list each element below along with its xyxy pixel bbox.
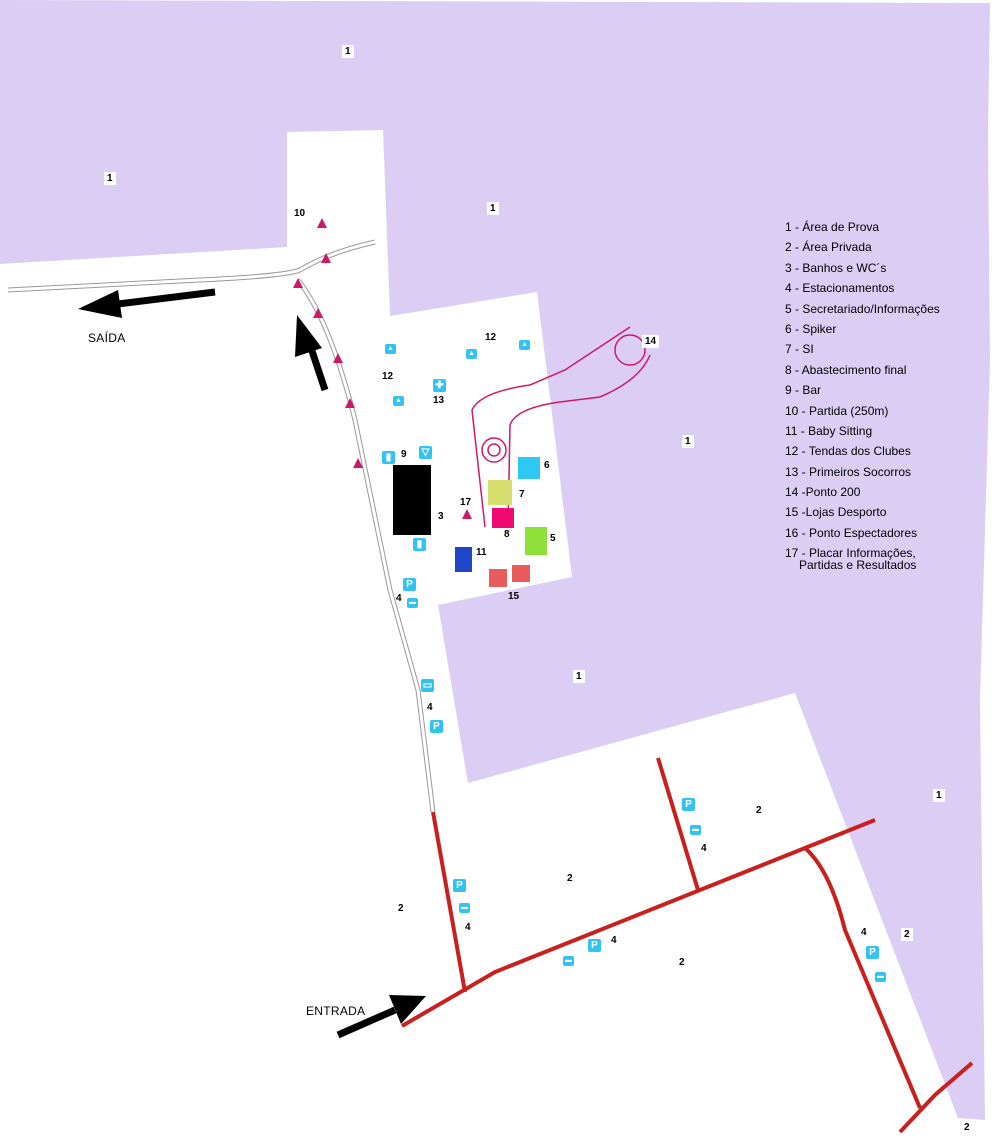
shower-icon: ▮	[413, 538, 426, 551]
label-7: 7	[519, 489, 525, 500]
entry-arrow	[336, 995, 426, 1039]
baby-sitting-block	[455, 547, 472, 572]
tent-icon: ▲	[385, 344, 396, 354]
bus-icon: ▬	[690, 825, 701, 835]
zone-1-label: 1	[573, 670, 585, 683]
legend-item: 5 - Secretariado/Informações	[785, 301, 940, 316]
bus-icon: ▭	[421, 679, 434, 692]
bus-icon: ▬	[459, 903, 470, 913]
label-4: 4	[465, 922, 471, 933]
placar-marker	[462, 509, 472, 519]
parking-icon: P	[403, 578, 416, 591]
zone-2-label: 2	[756, 805, 762, 816]
zone-2-label: 2	[901, 928, 913, 941]
exit-label: SAÍDA	[88, 331, 126, 345]
map-legend: 1 - Área de Prova 2 - Área Privada 3 - B…	[785, 220, 940, 576]
label-4: 4	[611, 935, 617, 946]
loja-block-1	[489, 569, 507, 587]
spiker-block	[518, 457, 540, 479]
exit-arrow-up	[295, 315, 329, 392]
label-4: 4	[396, 593, 402, 604]
entry-roads	[400, 757, 974, 1134]
zone-2-label: 2	[398, 903, 404, 914]
finish-corridor	[471, 326, 651, 528]
label-15: 15	[508, 591, 520, 602]
exit-arrow-left	[78, 288, 216, 318]
banhos-wc-block	[393, 465, 431, 535]
label-9: 9	[401, 449, 407, 460]
legend-item-line: 17 - Placar Informações,	[785, 546, 916, 561]
label-12: 12	[382, 371, 394, 382]
first-aid-icon: ✚	[433, 379, 446, 392]
entry-label: ENTRADA	[306, 1004, 366, 1018]
label-3: 3	[438, 511, 444, 522]
area-prova-zone	[0, 0, 990, 1120]
bus-icon: ▬	[875, 972, 886, 982]
zone-1-label: 1	[933, 789, 945, 802]
legend-item-line: Partidas e Resultados	[799, 558, 917, 573]
legend-item: 11 - Baby Sitting	[785, 423, 873, 438]
parking-icon: P	[682, 798, 695, 811]
label-5: 5	[550, 533, 556, 544]
legend-item: 9 - Bar	[785, 383, 822, 398]
wc-icon: ▮	[382, 451, 395, 464]
parking-icon: P	[866, 946, 879, 959]
legend-item: 6 - Spiker	[785, 321, 837, 336]
tent-icon: ▲	[466, 349, 477, 359]
label-13: 13	[433, 395, 445, 406]
zone-2-label: 2	[964, 1122, 970, 1133]
zone-1-label: 1	[342, 45, 354, 58]
loja-block-2	[512, 565, 530, 582]
parking-icon: P	[453, 879, 466, 892]
label-14: 14	[642, 335, 660, 348]
zone-1-label: 1	[104, 172, 116, 185]
si-block	[488, 480, 512, 505]
label-6: 6	[544, 460, 550, 471]
zone-1-label: 1	[682, 435, 694, 448]
bus-icon: ▬	[407, 598, 418, 608]
legend-item: 15 -Lojas Desporto	[785, 505, 887, 520]
bar-icon: ▽	[419, 446, 432, 459]
label-8: 8	[504, 529, 510, 540]
legend-item: 2 - Área Privada	[785, 240, 872, 255]
legend-item: 4 - Estacionamentos	[785, 281, 895, 296]
legend-item: 16 - Ponto Espectadores	[785, 525, 918, 540]
label-4: 4	[427, 702, 433, 713]
label-12: 12	[485, 332, 497, 343]
secretariado-block	[525, 527, 547, 555]
tent-icon: ▲	[519, 340, 530, 350]
tent-icon: ▲	[393, 396, 404, 406]
legend-item: 7 - SI	[785, 342, 814, 357]
legend-item: 13 - Primeiros Socorros	[785, 464, 912, 479]
bus-icon: ▬	[563, 956, 574, 966]
legend-item: 12 - Tendas dos Clubes	[785, 444, 911, 459]
start-route-markers	[293, 218, 363, 468]
label-4: 4	[701, 843, 707, 854]
parking-icon: P	[588, 939, 601, 952]
legend-item: 3 - Banhos e WC´s	[785, 260, 887, 275]
label-4: 4	[861, 927, 867, 938]
legend-item: 17 - Placar Informações, Partidas e Resu…	[785, 546, 940, 576]
zone-1-label: 1	[487, 202, 499, 215]
legend-item: 10 - Partida (250m)	[785, 403, 889, 418]
abastecimento-block	[492, 508, 514, 528]
legend-item: 8 - Abastecimento final	[785, 362, 907, 377]
zone-2-label: 2	[567, 873, 573, 884]
legend-item: 1 - Área de Prova	[785, 220, 880, 234]
zone-2-label: 2	[679, 957, 685, 968]
label-10: 10	[294, 208, 306, 219]
parking-icon: P	[430, 720, 443, 733]
label-17: 17	[460, 497, 472, 508]
legend-item: 14 -Ponto 200	[785, 485, 861, 500]
label-11: 11	[476, 547, 487, 558]
